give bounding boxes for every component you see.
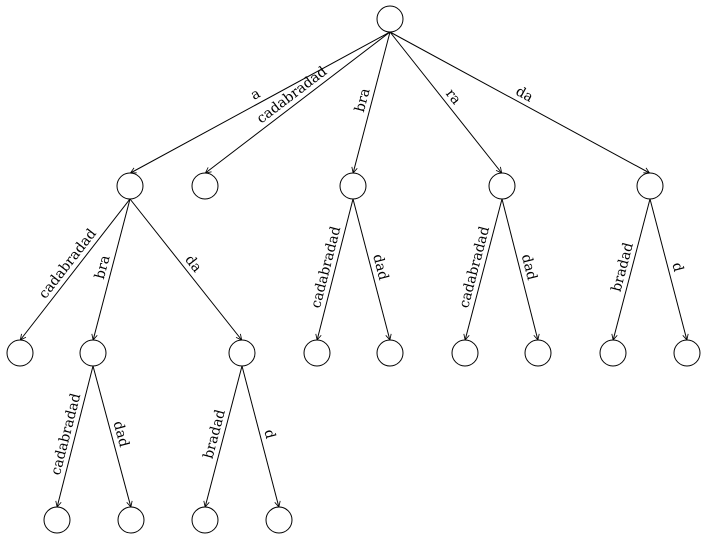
edge-label: da xyxy=(181,252,204,276)
edge-label: d xyxy=(260,428,278,441)
edge-label: ra xyxy=(442,86,464,108)
tree-edge xyxy=(57,365,94,507)
tree-node-n_abra_cadabradad xyxy=(43,506,71,534)
edge-label: cadabradad xyxy=(254,64,330,128)
tree-node-root xyxy=(376,5,404,33)
tree-edge xyxy=(389,31,650,173)
tree-node-n_abra_dad xyxy=(117,506,145,534)
tree-node-n_da xyxy=(636,172,664,200)
tree-node-n_ada_bradad xyxy=(191,506,219,534)
tree-node-n_da_bradad xyxy=(599,339,627,367)
edge-label: dad xyxy=(369,252,391,282)
tree-edge xyxy=(92,365,131,507)
tree-edge xyxy=(241,365,279,507)
edge-label: cadabradad xyxy=(308,225,344,310)
tree-node-n_a xyxy=(116,172,144,200)
edge-label: bradad xyxy=(609,241,637,294)
tree-edge xyxy=(93,198,131,340)
edge-label: bradad xyxy=(201,408,229,461)
tree-edge xyxy=(205,31,391,173)
tree-edge xyxy=(465,198,503,340)
tree-node-n_cadabradad xyxy=(191,172,219,200)
tree-edge xyxy=(205,365,243,507)
tree-edge xyxy=(20,198,131,340)
tree-edge xyxy=(501,198,538,340)
edge-label: d xyxy=(668,261,686,274)
tree-node-n_ra xyxy=(488,172,516,200)
tree-edge xyxy=(613,198,651,340)
edge-label: cadabradad xyxy=(456,225,493,310)
edge-label: cadabradad xyxy=(36,226,100,302)
tree-edge xyxy=(352,198,390,340)
edge-label: bra xyxy=(92,254,114,281)
tree-edge xyxy=(353,31,391,173)
tree-edge xyxy=(649,198,687,340)
tree-node-n_da_d xyxy=(673,339,701,367)
tree-node-n_ra_dad xyxy=(524,339,552,367)
tree-node-n_bra xyxy=(339,172,367,200)
tree-node-n_a_cadabradad xyxy=(6,339,34,367)
edge-label: a xyxy=(248,86,263,104)
tree-edge xyxy=(130,31,391,173)
tree-edge xyxy=(129,198,242,340)
tree-node-n_bra_cadabradad xyxy=(303,339,331,367)
tree-node-n_a_da xyxy=(228,339,256,367)
edge-label: cadabradad xyxy=(48,392,84,477)
tree-node-n_ra_cadabradad xyxy=(451,339,479,367)
edge-label: da xyxy=(513,83,536,105)
tree-node-n_a_bra xyxy=(79,339,107,367)
edge-label: dad xyxy=(110,419,132,449)
edge-label: bra xyxy=(352,87,374,114)
tree-edge xyxy=(389,31,502,173)
tree-node-n_ada_d xyxy=(265,506,293,534)
tree-node-n_bra_dad xyxy=(376,339,404,367)
tree-edge xyxy=(317,198,354,340)
edge-label: dad xyxy=(518,253,540,282)
